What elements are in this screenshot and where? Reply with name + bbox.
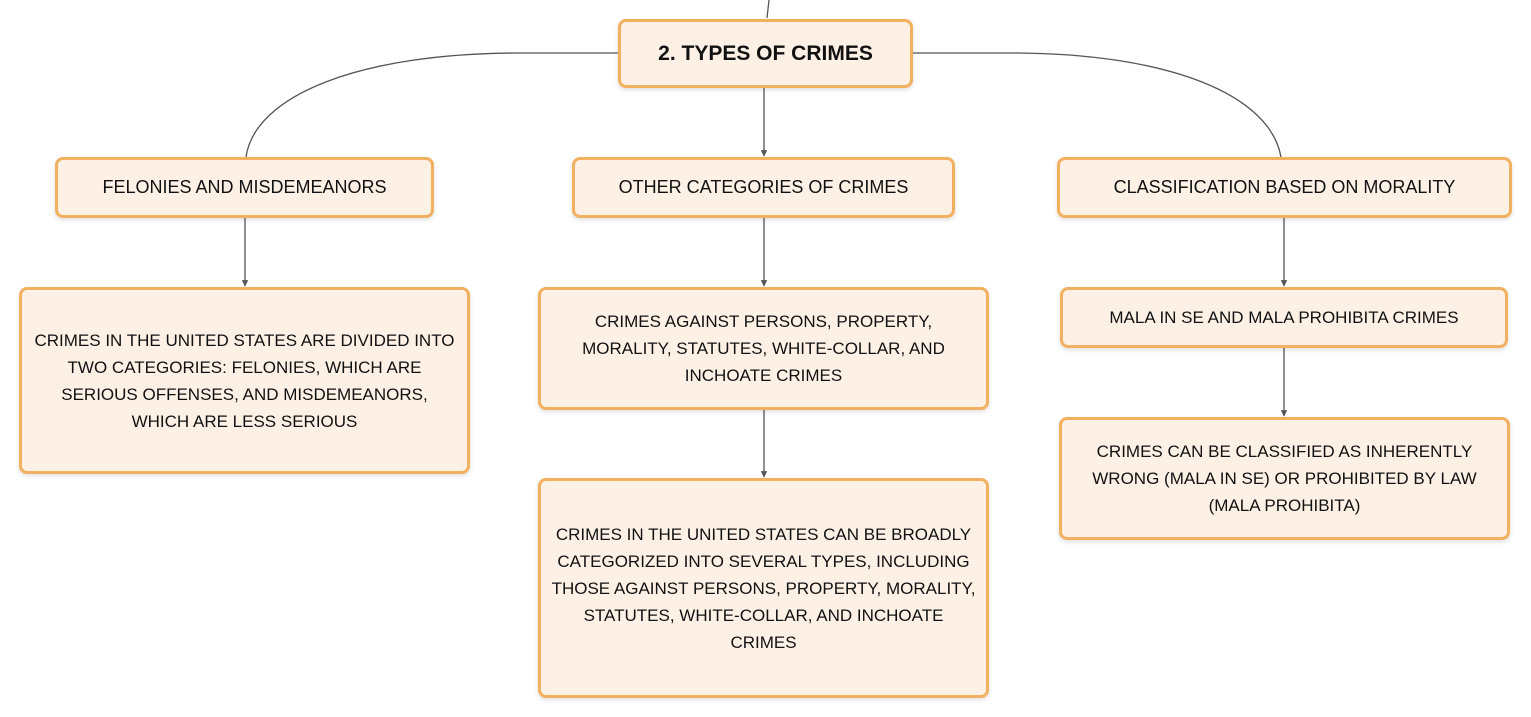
other-detail-text: CRIMES IN THE UNITED STATES CAN BE BROAD… [551,524,976,652]
branch-morality-node[interactable]: CLASSIFICATION BASED ON MORALITY [1057,157,1512,218]
morality-detail-node[interactable]: CRIMES CAN BE CLASSIFIED AS INHERENTLY W… [1059,417,1510,540]
felonies-detail-node[interactable]: CRIMES IN THE UNITED STATES ARE DIVIDED … [19,287,470,474]
mala-node[interactable]: MALA IN SE AND MALA PROHIBITA CRIMES [1060,287,1508,348]
incoming-connector [766,0,770,19]
connector-root-to-felonies [245,52,618,158]
branch-other-node[interactable]: OTHER CATEGORIES OF CRIMES [572,157,955,218]
branch-morality-label: CLASSIFICATION BASED ON MORALITY [1113,177,1456,197]
root-label: 2. TYPES OF CRIMES [658,41,873,65]
morality-detail-text: CRIMES CAN BE CLASSIFIED AS INHERENTLY W… [1092,442,1477,515]
branch-felonies-node[interactable]: FELONIES AND MISDEMEANORS [55,157,434,218]
other-list-node[interactable]: CRIMES AGAINST PERSONS, PROPERTY, MORALI… [538,287,989,410]
other-list-text: CRIMES AGAINST PERSONS, PROPERTY, MORALI… [582,312,945,385]
felonies-detail-text: CRIMES IN THE UNITED STATES ARE DIVIDED … [34,330,455,431]
branch-other-label: OTHER CATEGORIES OF CRIMES [618,177,909,197]
mala-text: MALA IN SE AND MALA PROHIBITA CRIMES [1109,308,1459,327]
root-node[interactable]: 2. TYPES OF CRIMES [618,19,913,88]
connector-root-to-morality [913,52,1282,158]
other-detail-node[interactable]: CRIMES IN THE UNITED STATES CAN BE BROAD… [538,478,989,698]
branch-felonies-label: FELONIES AND MISDEMEANORS [102,177,387,197]
